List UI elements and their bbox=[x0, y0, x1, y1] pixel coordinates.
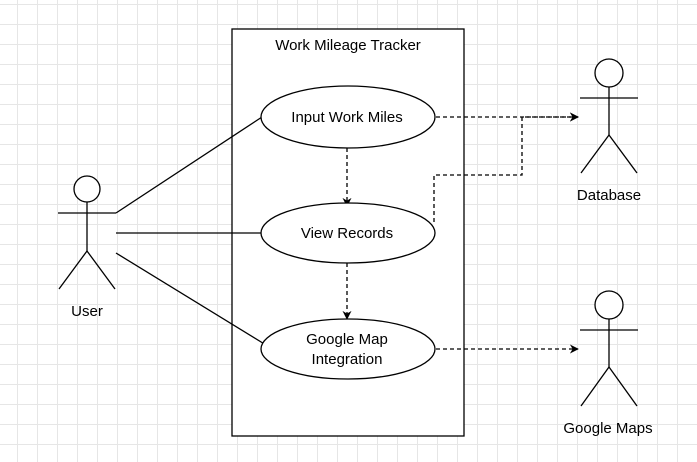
actor-google-maps bbox=[580, 290, 638, 407]
use-case-input-work-miles: Input Work Miles bbox=[260, 85, 436, 149]
association-user-map bbox=[115, 252, 267, 346]
use-case-label: View Records bbox=[301, 225, 393, 242]
use-case-google-map-integration: Google Map Integration bbox=[260, 318, 436, 380]
use-case-label: Input Work Miles bbox=[291, 109, 402, 126]
actor-database bbox=[580, 58, 638, 174]
dependencies bbox=[342, 112, 579, 354]
association-user-input bbox=[115, 116, 263, 214]
associations bbox=[115, 116, 267, 346]
actor-google-maps-label: Google Maps bbox=[563, 420, 652, 437]
actor-user-label: User bbox=[71, 303, 103, 320]
use-case-label-line2: Integration bbox=[312, 351, 383, 368]
use-case-label-line1: Google Map bbox=[306, 331, 388, 348]
actor-database-label: Database bbox=[577, 187, 641, 204]
actor-user bbox=[58, 175, 116, 290]
actor-head bbox=[594, 290, 624, 320]
system-title: Work Mileage Tracker bbox=[275, 37, 421, 54]
use-case-view-records: View Records bbox=[260, 202, 436, 264]
actor-head bbox=[73, 175, 101, 203]
actor-head bbox=[594, 58, 624, 88]
link-view-database bbox=[433, 112, 579, 222]
